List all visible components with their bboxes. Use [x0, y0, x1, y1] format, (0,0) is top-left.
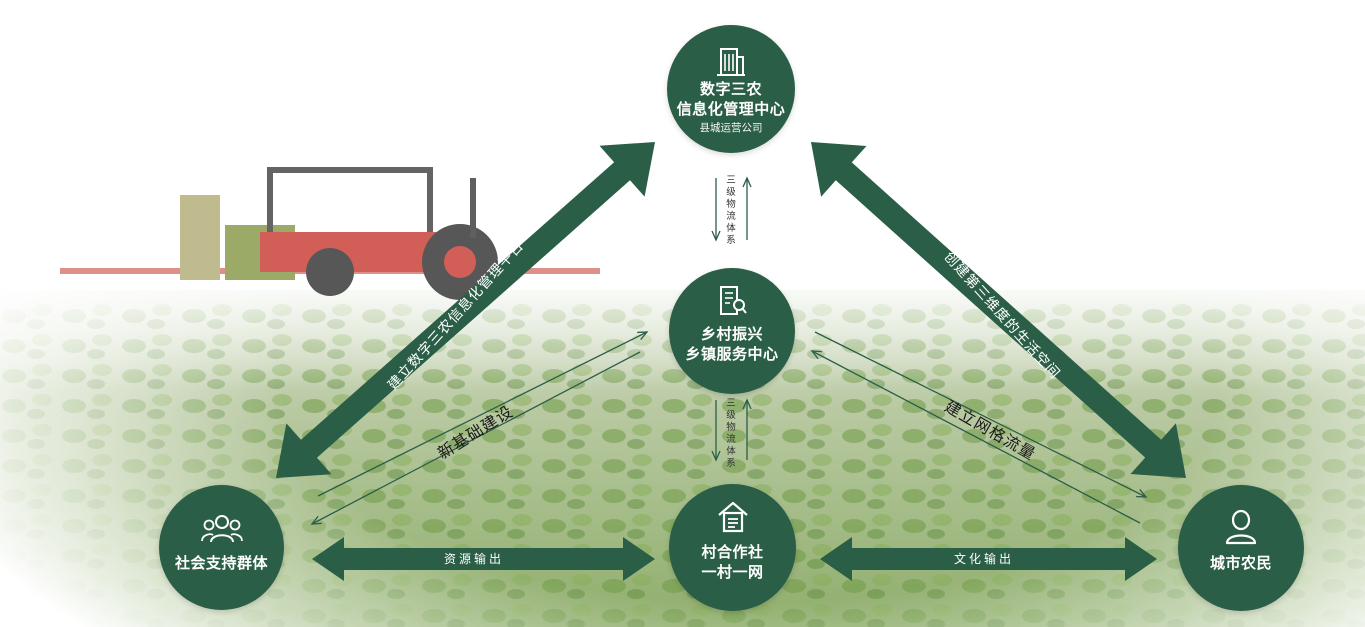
edge-label-bottom-left: 资源输出 — [444, 552, 505, 566]
arrow-right-inner-a-head — [1136, 488, 1148, 498]
arrow-lower-vertical-up-head — [742, 398, 752, 410]
arrow-bottom-left — [312, 537, 655, 581]
arrow-left-inner-b — [311, 351, 641, 525]
arrow-right-diagonal — [811, 142, 1186, 478]
house-document-icon — [717, 501, 748, 533]
node-title: 社会支持群体 — [174, 554, 268, 572]
node-digital-agri-center[interactable]: 数字三农 信息化管理中心 县城运营公司 — [667, 25, 795, 153]
arrow-left-inner-a-head — [637, 331, 649, 341]
arrow-left-inner-b-head — [310, 515, 322, 525]
node-title: 信息化管理中心 — [676, 100, 786, 118]
node-urban-farmers[interactable]: 城市农民 — [1178, 485, 1304, 611]
node-social-support-group[interactable]: 社会支持群体 — [159, 485, 284, 610]
people-group-icon — [200, 515, 243, 543]
building-icon — [717, 48, 745, 76]
arrow-upper-vertical-down-head — [711, 230, 721, 242]
arrow-bottom-right — [820, 537, 1157, 581]
edge-label-lower-vertical: 三级物流体系 — [726, 398, 736, 469]
arrow-left-diagonal — [276, 142, 655, 478]
node-title: 城市农民 — [1209, 554, 1272, 572]
arrow-left-inner-a — [317, 331, 648, 497]
arrow-right-inner-b — [811, 350, 1141, 524]
arrow-right-inner-b-head — [810, 350, 822, 360]
node-rural-revitalization-center[interactable]: 乡村振兴 乡镇服务中心 — [669, 268, 795, 394]
arrow-upper-vertical-up-head — [742, 176, 752, 188]
tractor-illustration — [60, 167, 600, 300]
node-title: 乡村振兴 — [700, 325, 763, 343]
node-title: 乡镇服务中心 — [685, 345, 779, 363]
node-title: 数字三农 — [699, 80, 762, 98]
node-subtitle: 县城运营公司 — [699, 122, 763, 134]
arrow-right-inner-a — [814, 331, 1147, 498]
node-title: 一村一网 — [701, 563, 764, 581]
node-village-cooperative[interactable]: 村合作社 一村一网 — [669, 484, 796, 611]
edge-label-upper-vertical: 三级物流体系 — [726, 175, 736, 246]
arrow-lower-vertical-down-head — [711, 450, 721, 462]
edge-label-bottom-right: 文化输出 — [954, 552, 1015, 566]
office-search-icon — [720, 286, 747, 315]
person-icon — [1225, 509, 1257, 545]
node-title: 村合作社 — [701, 543, 764, 561]
